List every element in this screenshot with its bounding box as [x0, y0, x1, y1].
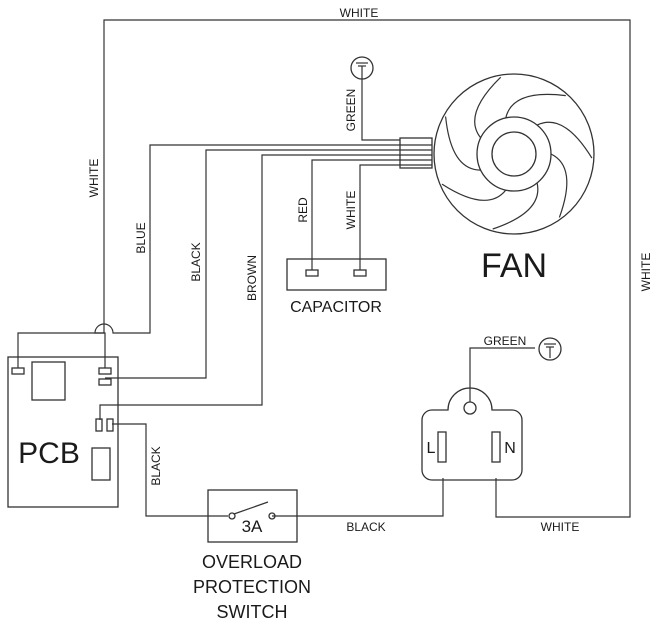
brown-wire-label: BROWN — [245, 255, 259, 301]
blue-wire-label: BLUE — [134, 222, 148, 253]
ground-icon — [350, 56, 374, 80]
plug-live-label: L — [427, 440, 436, 457]
green-wire-label-plug: GREEN — [484, 334, 527, 348]
plug-neutral-label: N — [504, 440, 516, 457]
pcb-label: PCB — [18, 437, 80, 470]
fan-label: FAN — [481, 247, 547, 285]
switch-label-line3: SWITCH — [217, 602, 288, 622]
red-wire — [311, 159, 400, 270]
white-wire-label-left: WHITE — [87, 159, 101, 198]
white-wire-label-top: WHITE — [340, 6, 379, 20]
capacitor-icon — [286, 258, 387, 291]
plug-icon — [421, 387, 523, 481]
white-wire — [17, 19, 631, 518]
red-wire-label: RED — [296, 197, 310, 223]
green-wire-label-fan: GREEN — [344, 89, 358, 132]
switch-icon — [207, 489, 298, 543]
pcb-board — [7, 356, 119, 508]
fan-blade — [441, 183, 507, 201]
switch-label-line2: PROTECTION — [193, 577, 311, 597]
green-fan-wire — [361, 78, 400, 141]
white-cap-wire — [359, 164, 400, 270]
ground-icon — [538, 337, 562, 361]
black-pcb-wire — [112, 423, 228, 517]
white-wire-label-right: WHITE — [639, 253, 653, 292]
fan-blade — [474, 76, 502, 139]
black-wire-label-upper: BLACK — [189, 242, 203, 281]
brown-wire — [99, 154, 400, 420]
capacitor-label: CAPACITOR — [290, 299, 382, 316]
black-wire-label-pcb: BLACK — [149, 446, 163, 485]
green-plug-wire — [469, 347, 535, 402]
fan-blade — [550, 153, 568, 218]
fan-blade — [492, 182, 539, 230]
fan-blade — [536, 121, 593, 159]
fan-connector — [399, 137, 433, 169]
white-cap-wire-label: WHITE — [344, 191, 358, 230]
fan-blade — [505, 93, 566, 119]
black-wire-label-bottom: BLACK — [346, 520, 385, 534]
fan-blade — [445, 116, 481, 171]
white-wire-label-bottom: WHITE — [541, 520, 580, 534]
blue-wire — [94, 144, 400, 368]
switch-rating-label: 3A — [242, 517, 263, 536]
black-bottom-wire — [272, 478, 444, 517]
fan-icon — [433, 73, 595, 235]
switch-label-line1: OVERLOAD — [202, 552, 302, 572]
black-wire-upper — [105, 149, 400, 379]
